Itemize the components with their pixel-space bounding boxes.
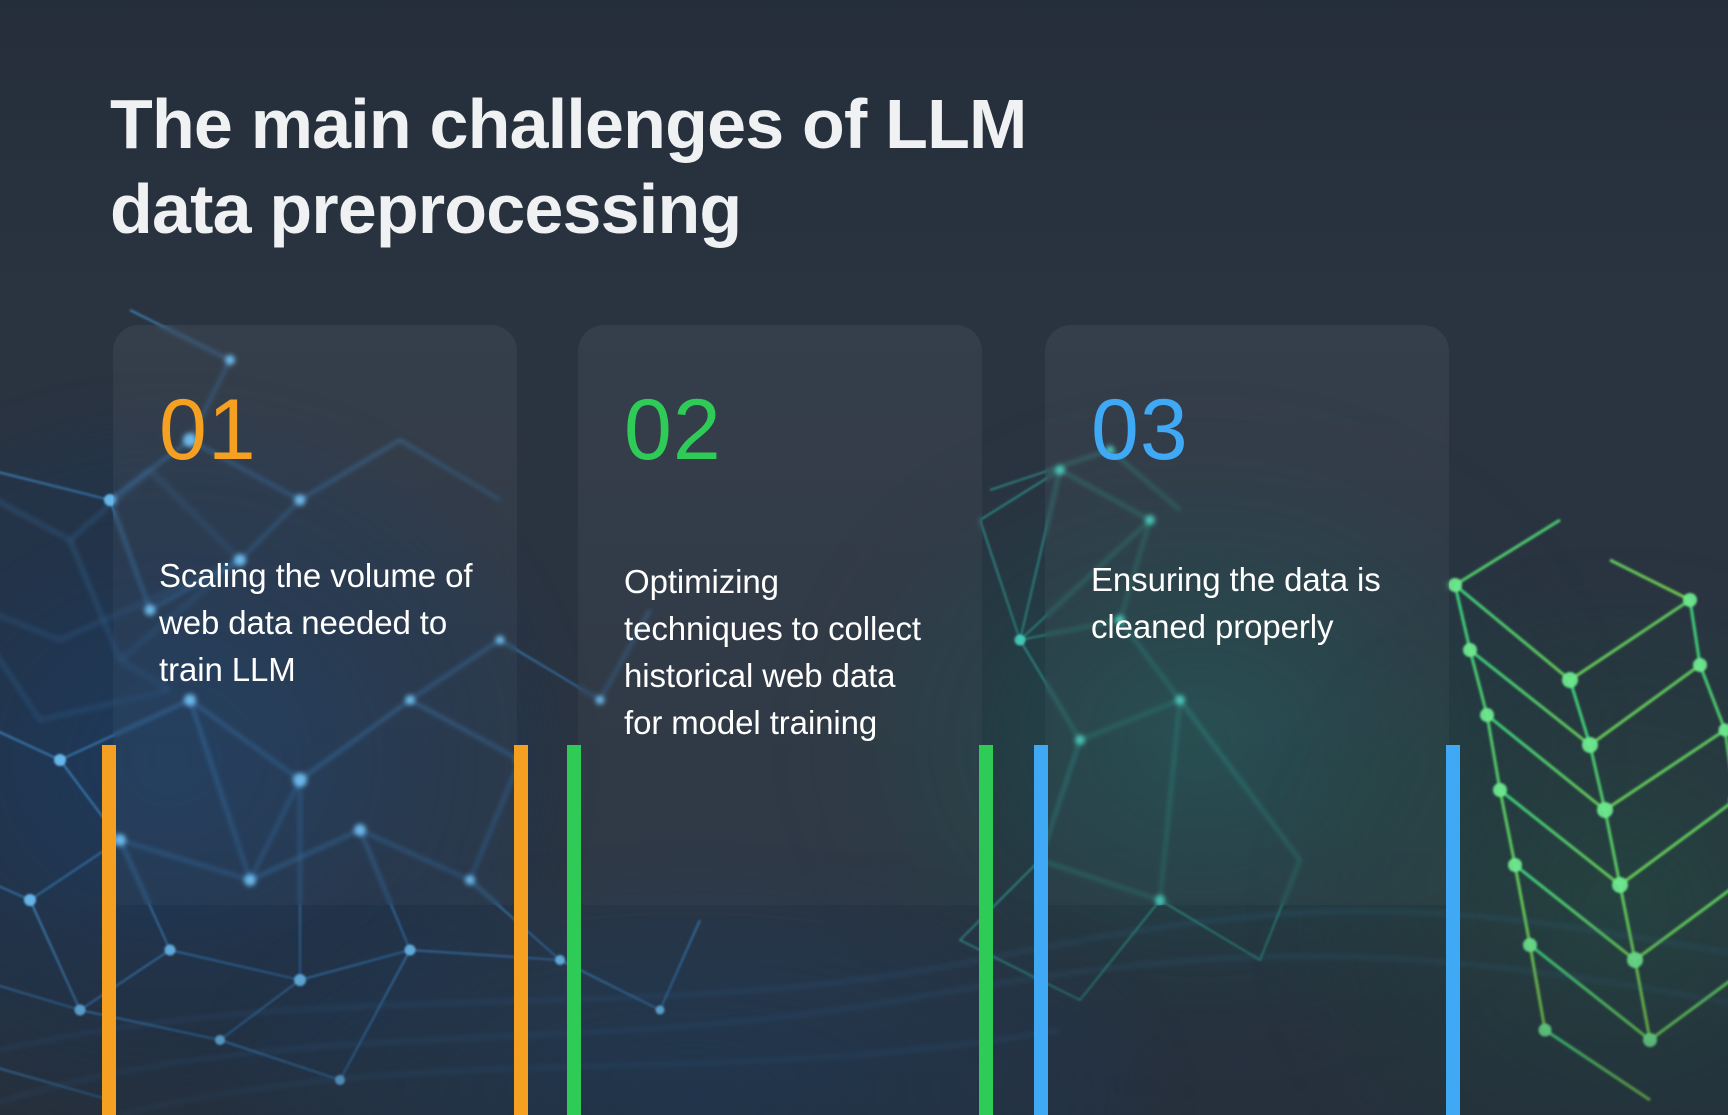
card-description: Ensuring the data is cleaned properly	[1091, 561, 1381, 645]
card-description: Optimizing techniques to collect histori…	[624, 563, 921, 741]
page-title: The main challenges of LLM data preproce…	[110, 85, 1027, 248]
challenge-card-03[interactable]: 03 Ensuring the data is cleaned properly	[1034, 325, 1460, 1115]
card-number: 02	[624, 382, 722, 478]
challenge-card-02[interactable]: 02 Optimizing techniques to collect hist…	[567, 325, 993, 1115]
card-number: 03	[1091, 382, 1189, 478]
challenge-card-01[interactable]: 01 Scaling the volume of web data needed…	[102, 325, 528, 1115]
card-description: Scaling the volume of web data needed to…	[159, 557, 473, 688]
card-number: 01	[159, 382, 257, 478]
